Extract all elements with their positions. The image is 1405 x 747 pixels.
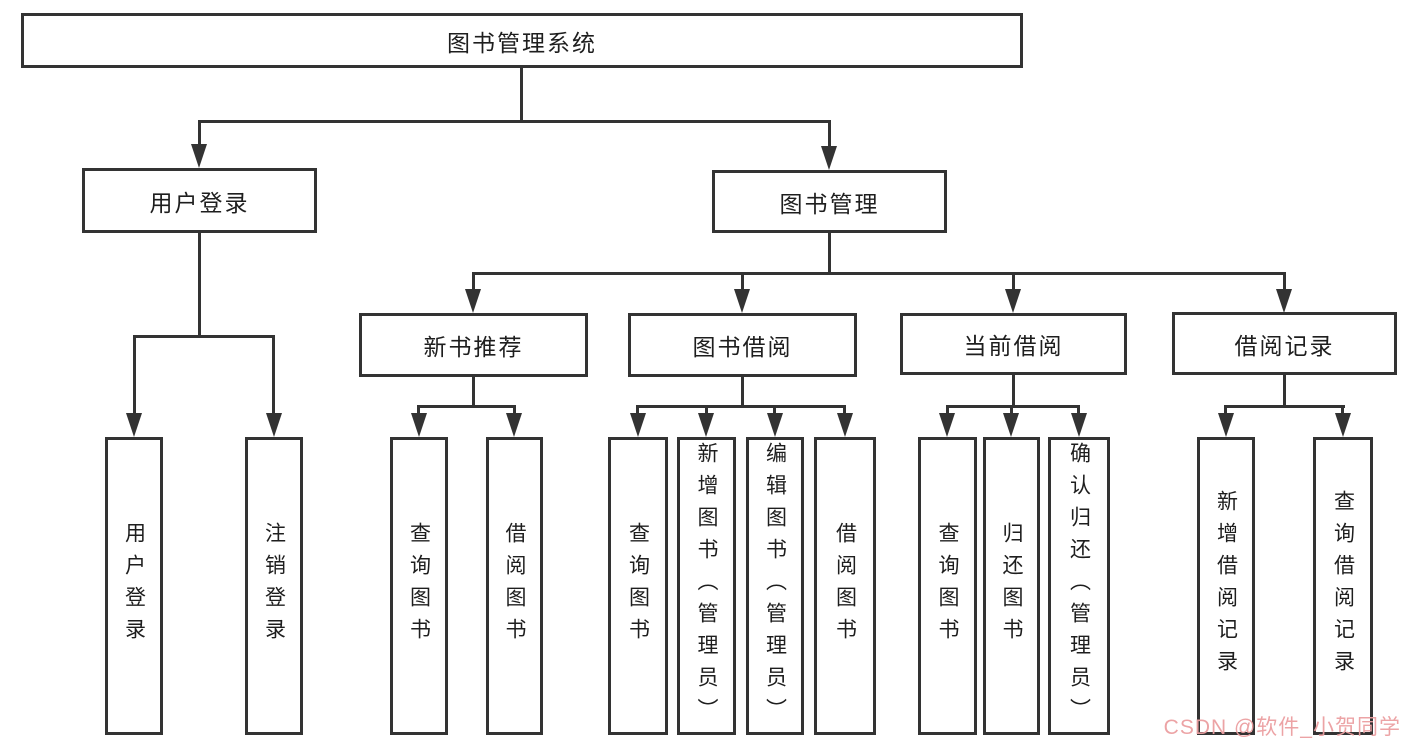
arrow-down-icon bbox=[1003, 413, 1019, 437]
connector-line bbox=[946, 405, 1080, 408]
connector-line bbox=[946, 405, 949, 417]
leaf-add-book-admin: 新增图书（管理员） bbox=[677, 437, 736, 735]
connector-line bbox=[1341, 405, 1344, 417]
connector-line bbox=[843, 405, 846, 417]
connector-line bbox=[472, 377, 475, 408]
connector-line bbox=[520, 68, 523, 122]
connector-line bbox=[1077, 405, 1080, 417]
connector-line bbox=[741, 377, 744, 408]
arrow-down-icon bbox=[630, 413, 646, 437]
arrow-down-icon bbox=[821, 146, 837, 170]
leaf-query-books-borrowing: 查询图书 bbox=[608, 437, 668, 735]
arrow-down-icon bbox=[1335, 413, 1351, 437]
connector-line bbox=[636, 405, 846, 408]
connector-line bbox=[828, 120, 831, 150]
connector-line bbox=[773, 405, 776, 417]
connector-line bbox=[417, 405, 420, 417]
connector-line bbox=[198, 120, 201, 148]
leaf-edit-book-admin: 编辑图书（管理员） bbox=[746, 437, 804, 735]
arrow-down-icon bbox=[1218, 413, 1234, 437]
leaf-user-login: 用户登录 bbox=[105, 437, 163, 735]
connector-line bbox=[272, 335, 275, 415]
connector-line bbox=[472, 272, 1286, 275]
connector-line bbox=[1012, 375, 1015, 408]
connector-line bbox=[417, 405, 516, 408]
arrow-down-icon bbox=[266, 413, 282, 437]
node-new-book-recommend: 新书推荐 bbox=[359, 313, 588, 377]
node-root: 图书管理系统 bbox=[21, 13, 1023, 68]
connector-line bbox=[472, 272, 475, 294]
connector-line bbox=[513, 405, 516, 417]
leaf-confirm-return-admin: 确认归还（管理员） bbox=[1048, 437, 1110, 735]
connector-line bbox=[1224, 405, 1345, 408]
connector-line bbox=[741, 272, 744, 294]
leaf-query-borrow-record: 查询借阅记录 bbox=[1313, 437, 1373, 735]
node-borrowing-records: 借阅记录 bbox=[1172, 312, 1397, 375]
arrow-down-icon bbox=[191, 144, 207, 168]
arrow-down-icon bbox=[1071, 413, 1087, 437]
arrow-down-icon bbox=[698, 413, 714, 437]
arrow-down-icon bbox=[126, 413, 142, 437]
arrow-down-icon bbox=[506, 413, 522, 437]
connector-line bbox=[705, 405, 708, 417]
arrow-down-icon bbox=[1005, 289, 1021, 313]
arrow-down-icon bbox=[411, 413, 427, 437]
node-current-borrowing: 当前借阅 bbox=[900, 313, 1127, 375]
leaf-query-books-recommend: 查询图书 bbox=[390, 437, 448, 735]
connector-line bbox=[133, 335, 275, 338]
connector-line bbox=[198, 233, 201, 337]
arrow-down-icon bbox=[939, 413, 955, 437]
leaf-query-books-current: 查询图书 bbox=[918, 437, 977, 735]
watermark: CSDN @软件_小贺同学 bbox=[1163, 716, 1401, 739]
arrow-down-icon bbox=[1276, 289, 1292, 313]
node-book-borrowing: 图书借阅 bbox=[628, 313, 857, 377]
leaf-borrow-books-recommend: 借阅图书 bbox=[486, 437, 543, 735]
connector-line bbox=[1283, 375, 1286, 408]
arrow-down-icon bbox=[837, 413, 853, 437]
connector-line bbox=[198, 120, 831, 123]
connector-line bbox=[828, 233, 831, 274]
connector-line bbox=[1283, 272, 1286, 294]
connector-line bbox=[1010, 405, 1013, 417]
leaf-logout: 注销登录 bbox=[245, 437, 303, 735]
arrow-down-icon bbox=[734, 289, 750, 313]
connector-line bbox=[1224, 405, 1227, 417]
connector-line bbox=[133, 335, 136, 415]
leaf-return-book: 归还图书 bbox=[983, 437, 1040, 735]
node-user-login: 用户登录 bbox=[82, 168, 317, 233]
node-book-management: 图书管理 bbox=[712, 170, 947, 233]
connector-line bbox=[1012, 272, 1015, 294]
connector-line bbox=[636, 405, 639, 417]
leaf-borrow-books-borrowing: 借阅图书 bbox=[814, 437, 876, 735]
leaf-add-borrow-record: 新增借阅记录 bbox=[1197, 437, 1255, 735]
arrow-down-icon bbox=[767, 413, 783, 437]
arrow-down-icon bbox=[465, 289, 481, 313]
